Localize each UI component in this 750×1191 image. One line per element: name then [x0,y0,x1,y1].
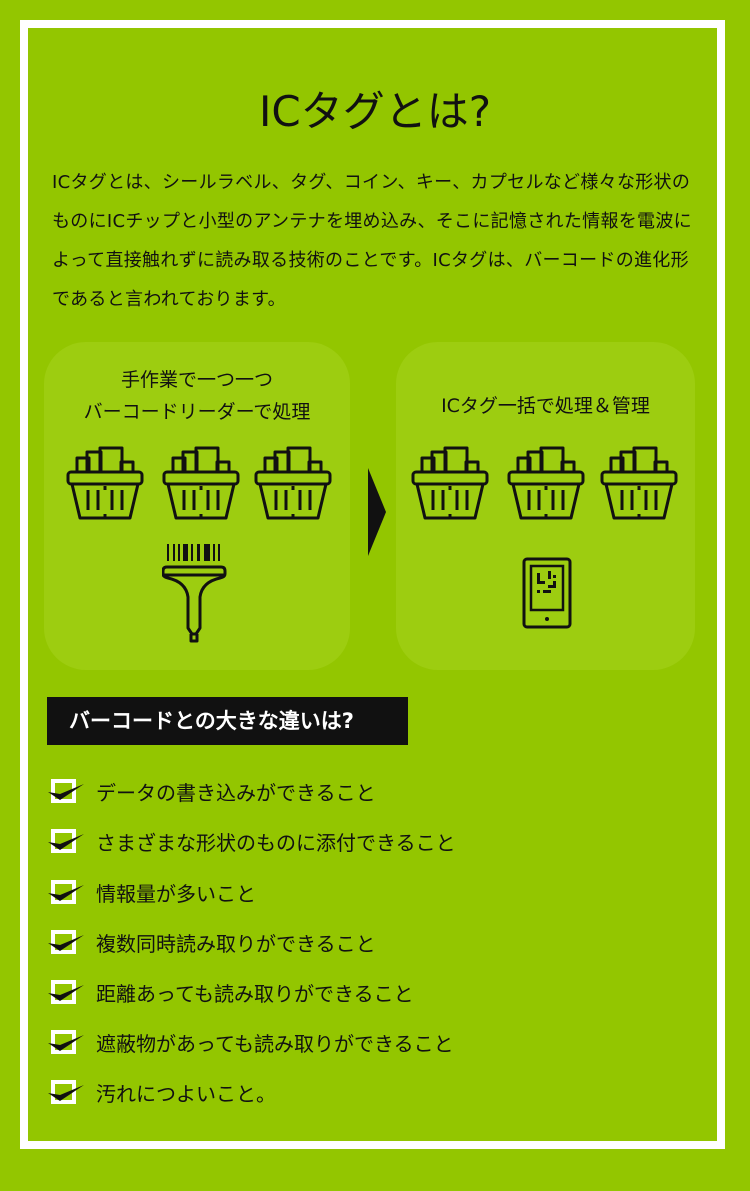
list-item: 複数同時読み取りができること [46,927,376,957]
list-item: さまざまな形状のものに添付できること [46,826,456,856]
checkbox-check-icon [46,826,84,856]
checkbox-check-icon [46,977,84,1007]
differences-heading: バーコードとの大きな違いは? [47,697,408,745]
basket-icon [411,446,489,520]
barcode-panel-line2: バーコードリーダーで処理 [83,401,311,423]
checkbox-check-icon [46,1077,84,1107]
basket-icon [254,446,332,520]
checkbox-check-icon [46,927,84,957]
basket-icon [66,446,144,520]
basket-icon [507,446,585,520]
checkbox-check-icon [46,776,84,806]
arrow-right-icon [368,468,386,556]
list-item: 情報量が多いこと [46,877,256,907]
checkbox-check-icon [46,1027,84,1057]
ic-tag-panel-label: ICタグ一括で処理＆管理 [441,395,650,417]
checkbox-check-icon [46,877,84,907]
ic-tag-panel: ICタグ一括で処理＆管理 [396,342,695,670]
intro-text: ICタグとは、シールラベル、タグ、コイン、キー、カプセルなど様々な形状のものにI… [52,172,692,310]
barcode-panel-line1: 手作業で一つ一つ [120,369,273,391]
barcode-panel: 手作業で一つ一つ バーコードリーダーで処理 [44,342,350,670]
barcode-scanner-icon [162,544,227,643]
list-item: データの書き込みができること [46,776,376,806]
basket-icon [600,446,678,520]
tablet-qr-icon [522,557,572,629]
list-item: 距離あっても読み取りができること [46,977,414,1007]
page-title: ICタグとは? [258,87,491,136]
list-item: 遮蔽物があっても読み取りができること [46,1027,454,1057]
basket-icon [162,446,240,520]
list-item: 汚れにつよいこと。 [46,1077,276,1107]
